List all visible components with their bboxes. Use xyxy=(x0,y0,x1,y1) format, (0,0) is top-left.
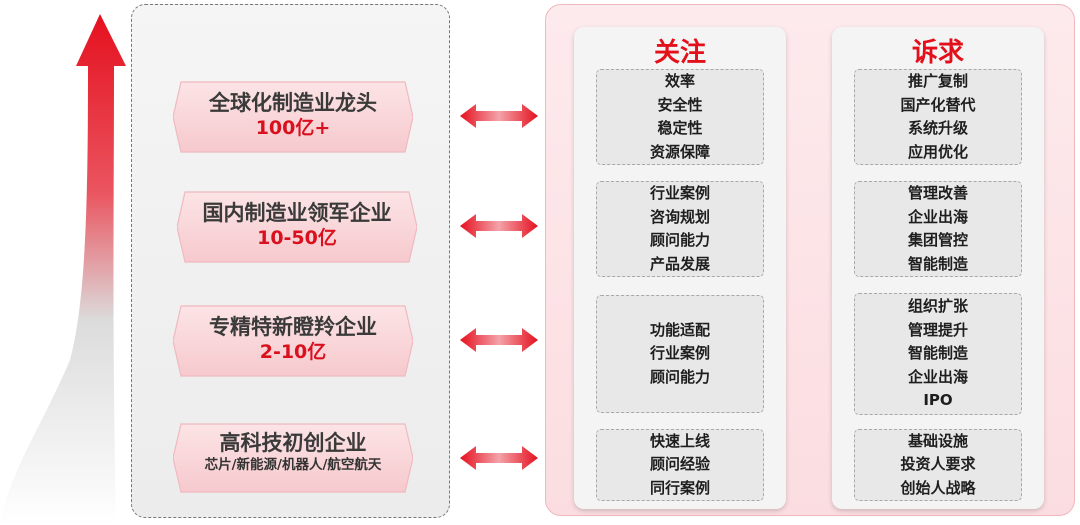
focus-item: 行业案例 xyxy=(649,344,710,363)
demand-title: 诉求 xyxy=(911,38,964,68)
demand-item: 创始人战略 xyxy=(900,478,976,497)
focus-item: 稳定性 xyxy=(657,119,703,137)
focus-item: 咨询规划 xyxy=(649,207,710,226)
double-arrow-icon xyxy=(460,104,538,128)
tier-1-banner xyxy=(173,81,413,153)
tier-1-revenue: 100亿+ xyxy=(255,117,331,139)
focus-group-4: 快速上线 顾问经验 同行案例 xyxy=(596,429,764,501)
tier-4-sectors: 芯片/新能源/机器人/航空航天 xyxy=(204,457,382,473)
demand-item: 基础设施 xyxy=(907,431,968,450)
demand-item: 集团管控 xyxy=(907,231,968,249)
tier-1-title: 全球化制造业龙头 xyxy=(209,91,377,115)
focus-group-3: 功能适配 行业案例 顾问能力 xyxy=(596,295,764,413)
focus-item: 顾问经验 xyxy=(649,455,710,474)
focus-item: 功能适配 xyxy=(649,320,710,339)
tier-3-banner xyxy=(173,305,413,377)
demand-item: 组织扩张 xyxy=(907,297,968,316)
demand-item: 企业出海 xyxy=(907,367,968,386)
demand-item: 智能制造 xyxy=(907,254,968,273)
tier-4-banner xyxy=(173,423,413,493)
demand-item: 推广复制 xyxy=(907,72,968,90)
tier-3: 专精特新瞪羚企业 2-10亿 xyxy=(173,304,413,378)
demand-item: 应用优化 xyxy=(907,142,968,161)
tier-2: 国内制造业领军企业 10-50亿 xyxy=(177,190,417,264)
focus-item: 效率 xyxy=(664,72,695,90)
demand-item: 智能制造 xyxy=(907,344,968,363)
growth-arrow-icon xyxy=(0,14,126,525)
focus-item: 同行案例 xyxy=(649,478,710,497)
focus-title: 关注 xyxy=(653,38,706,68)
demand-item: IPO xyxy=(923,391,953,410)
double-arrow-icon xyxy=(460,446,538,470)
demand-item: 管理改善 xyxy=(907,184,968,202)
tier-2-revenue: 10-50亿 xyxy=(257,227,337,249)
demand-group-4: 基础设施 投资人要求 创始人战略 xyxy=(854,429,1022,501)
demand-group-1: 推广复制 国产化替代 系统升级 应用优化 xyxy=(854,69,1022,165)
demand-group-2: 管理改善 企业出海 集团管控 智能制造 xyxy=(854,181,1022,277)
focus-item: 顾问能力 xyxy=(649,367,710,386)
tier-4-title: 高科技初创企业 xyxy=(219,431,367,455)
demand-group-3: 组织扩张 管理提升 智能制造 企业出海 IPO xyxy=(854,293,1022,415)
focus-item: 行业案例 xyxy=(649,184,710,202)
demand-item: 企业出海 xyxy=(907,207,968,226)
tier-3-title: 专精特新瞪羚企业 xyxy=(209,315,377,339)
double-arrow-icon xyxy=(460,328,538,352)
demand-item: 管理提升 xyxy=(907,320,968,339)
tier-3-revenue: 2-10亿 xyxy=(259,341,327,363)
demand-item: 国产化替代 xyxy=(900,95,976,114)
tier-1: 全球化制造业龙头 100亿+ xyxy=(173,80,413,154)
needs-panel: 关注 效率 安全性 稳定性 资源保障 行业案例 咨询规划 顾问能力 产品发展 功… xyxy=(545,4,1075,516)
tier-2-banner xyxy=(177,191,417,263)
demand-item: 投资人要求 xyxy=(900,455,976,474)
focus-item: 顾问能力 xyxy=(649,231,710,249)
focus-item: 资源保障 xyxy=(649,142,710,161)
focus-item: 安全性 xyxy=(657,95,703,114)
tier-4: 高科技初创企业 芯片/新能源/机器人/航空航天 xyxy=(173,422,413,494)
focus-group-2: 行业案例 咨询规划 顾问能力 产品发展 xyxy=(596,181,764,277)
demand-item: 系统升级 xyxy=(907,119,968,137)
focus-item: 产品发展 xyxy=(649,254,710,273)
focus-group-1: 效率 安全性 稳定性 资源保障 xyxy=(596,69,764,165)
focus-column: 关注 效率 安全性 稳定性 资源保障 行业案例 咨询规划 顾问能力 产品发展 功… xyxy=(574,27,786,509)
double-arrow-icon xyxy=(460,214,538,238)
demand-column: 诉求 推广复制 国产化替代 系统升级 应用优化 管理改善 企业出海 集团管控 智… xyxy=(832,27,1044,509)
tier-2-title: 国内制造业领军企业 xyxy=(202,201,392,225)
focus-item: 快速上线 xyxy=(649,431,710,450)
